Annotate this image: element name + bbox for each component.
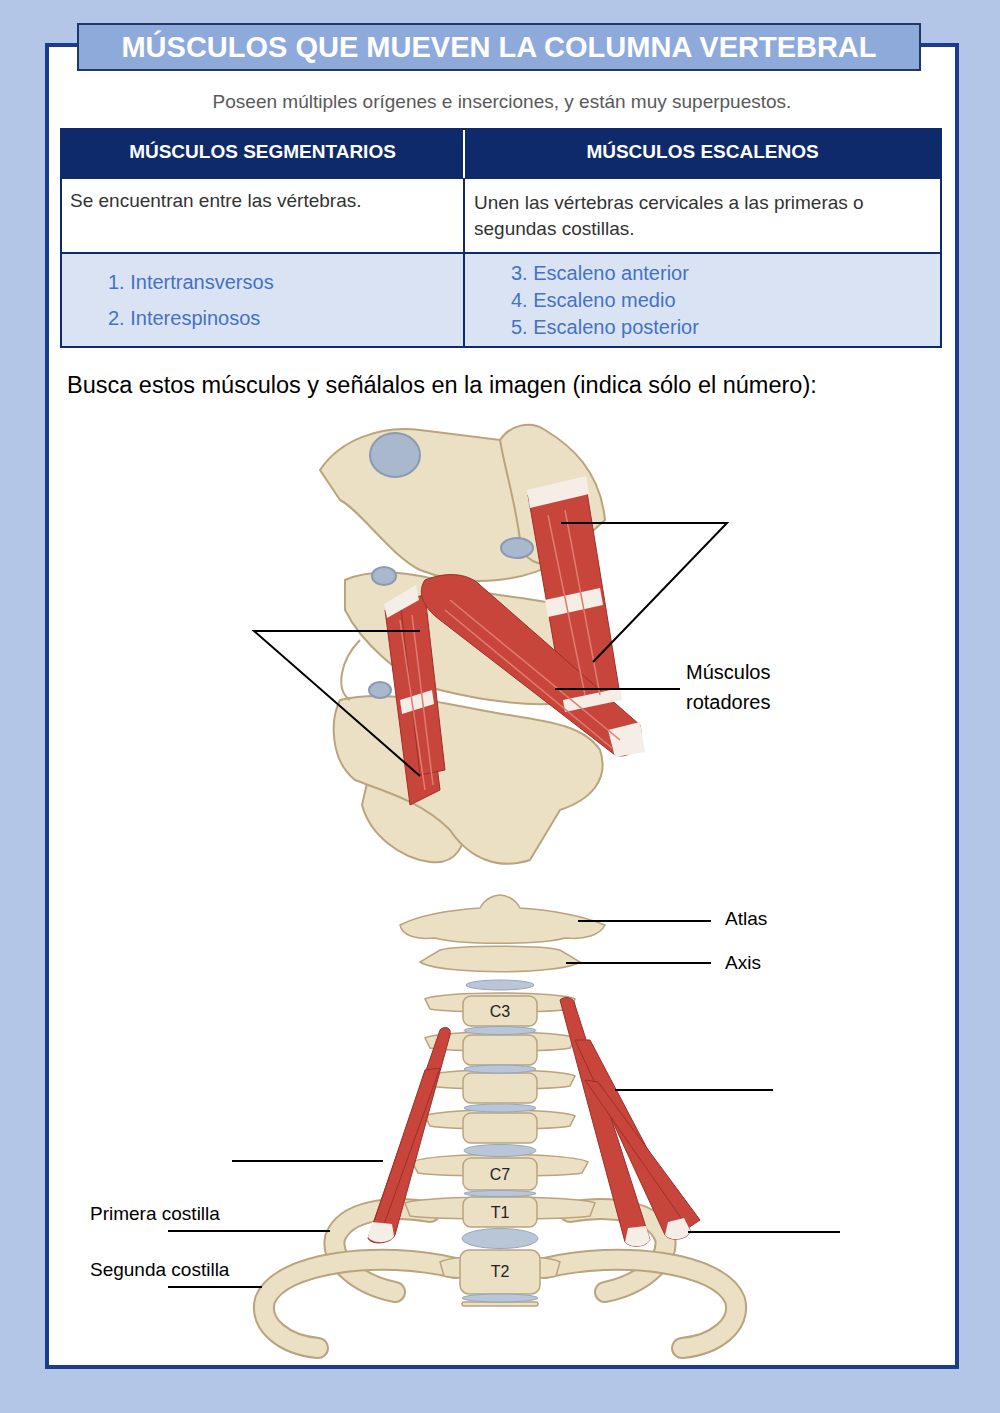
rib [264, 1260, 455, 1348]
articular-facet [369, 682, 391, 698]
disc [466, 980, 534, 990]
answer-line [688, 1231, 840, 1233]
disc [464, 1065, 536, 1073]
tendon [545, 588, 603, 617]
scalene-tendons [368, 1218, 690, 1246]
part-label: Atlas [725, 908, 825, 931]
table-header-row [61, 129, 941, 178]
rib [545, 1260, 736, 1348]
leader-lines [168, 921, 840, 1287]
part-label: Primera costilla [90, 1203, 260, 1226]
vertebra-label: C3 [475, 1002, 525, 1021]
vertebral-body [463, 1197, 537, 1227]
page-panel [47, 45, 957, 1367]
muscle [585, 1080, 700, 1228]
list-item: 1. Intertransversos [108, 270, 458, 294]
intervertebral-discs [462, 980, 538, 1302]
part-label: Músculos rotadores [686, 657, 801, 717]
rib-outline [545, 1260, 736, 1348]
vertebral-body [463, 1113, 537, 1143]
scalene-muscles [368, 998, 700, 1247]
vertebra-label: T1 [475, 1203, 525, 1222]
tendon [384, 585, 419, 618]
muscle [372, 1068, 440, 1230]
striation [400, 510, 620, 790]
table-header: MÚSCULOS ESCALENOS [464, 141, 941, 164]
list-item: 5. Escaleno posterior [511, 315, 931, 339]
axis-vertebra [420, 946, 580, 972]
vertebral-body [463, 1035, 537, 1065]
answer-line [615, 1089, 773, 1091]
atlas-vertebra [400, 895, 605, 943]
subtitle: Poseen múltiples orígenes e inserciones,… [47, 91, 957, 114]
vertebra-label: T2 [475, 1262, 525, 1281]
disc [462, 1229, 538, 1249]
tendon [608, 722, 645, 757]
leader-line [168, 1230, 330, 1232]
table-divider [463, 129, 465, 347]
disc [464, 1027, 536, 1035]
tendon [665, 1218, 690, 1239]
vertebra [334, 696, 603, 864]
table-row [61, 178, 941, 253]
rib-outline [264, 1260, 455, 1348]
title-band [78, 24, 920, 70]
disc [464, 1104, 536, 1112]
table-cell: Unen las vértebras cervicales a las prim… [474, 190, 936, 241]
tendon [368, 1222, 394, 1242]
disc [462, 1294, 538, 1302]
vertebra-label: C7 [475, 1165, 525, 1184]
table-header: MÚSCULOS SEGMENTARIOS [61, 141, 464, 164]
leader-lines [254, 523, 727, 776]
part-label: Segunda costilla [90, 1259, 260, 1282]
vertebral-body [462, 1302, 538, 1306]
vertebral-body [460, 1250, 540, 1294]
leader-line [254, 631, 420, 776]
leader-line [566, 962, 711, 964]
disc [464, 1145, 536, 1157]
articular-facet [501, 538, 533, 558]
leader-line [555, 688, 680, 690]
table-row [61, 253, 941, 347]
table-divider [463, 129, 465, 178]
tendon [400, 690, 434, 714]
answer-line [232, 1160, 383, 1162]
tendons [384, 476, 645, 757]
title: MÚSCULOS QUE MUEVEN LA COLUMNA VERTEBRAL [80, 26, 918, 68]
vertebral-body [463, 1158, 537, 1190]
muscle-striations [400, 510, 620, 790]
list-item: 4. Escaleno medio [511, 288, 931, 312]
list-item: 2. Interespinosos [108, 306, 458, 330]
muscle [368, 1028, 450, 1243]
table-cell: Se encuentran entre las vértebras. [70, 190, 460, 213]
disc [464, 1191, 536, 1197]
segmental-muscles [385, 480, 641, 805]
articular-facet [370, 433, 420, 477]
vertebral-body [463, 1073, 537, 1103]
part-label: Axis [725, 952, 825, 975]
vertebral-body [463, 996, 537, 1026]
leader-line [168, 1286, 262, 1288]
list-item: 3. Escaleno anterior [511, 261, 931, 285]
table-border [61, 129, 941, 347]
muscle [400, 595, 445, 775]
tendon [527, 476, 589, 508]
instruction: Busca estos músculos y señálalos en la i… [67, 371, 967, 399]
leader-line [578, 920, 711, 922]
leader-line [561, 523, 727, 662]
muscle [421, 575, 641, 756]
tendon [625, 1226, 650, 1246]
bone-contour [341, 640, 360, 700]
muscle [560, 998, 650, 1247]
articular-facet [372, 567, 396, 585]
